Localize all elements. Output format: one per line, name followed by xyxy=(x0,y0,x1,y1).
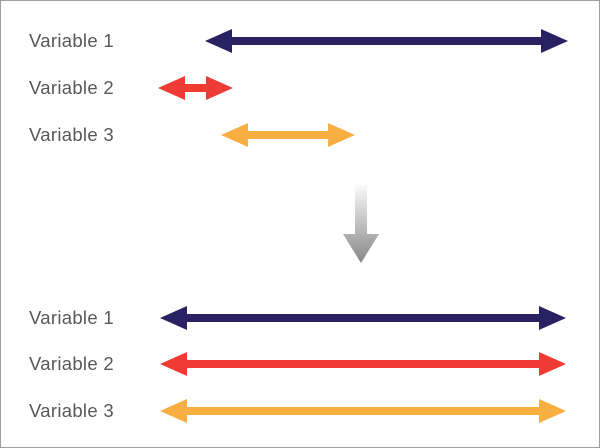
variable-label: Variable 2 xyxy=(29,353,114,374)
variable-range-double-arrow xyxy=(160,306,566,330)
variable-label: Variable 3 xyxy=(29,124,114,145)
variable-range-double-arrow xyxy=(160,399,566,423)
variable-range-double-arrow xyxy=(221,123,355,147)
variable-label: Variable 3 xyxy=(29,400,114,421)
variable-label: Variable 2 xyxy=(29,77,114,98)
variable-label: Variable 1 xyxy=(29,30,114,51)
variable-label: Variable 1 xyxy=(29,307,114,328)
variable-range-double-arrow xyxy=(158,76,233,100)
variable-range-double-arrow xyxy=(160,352,566,376)
variable-range-double-arrow xyxy=(205,29,568,53)
down-arrow-icon xyxy=(343,185,379,263)
